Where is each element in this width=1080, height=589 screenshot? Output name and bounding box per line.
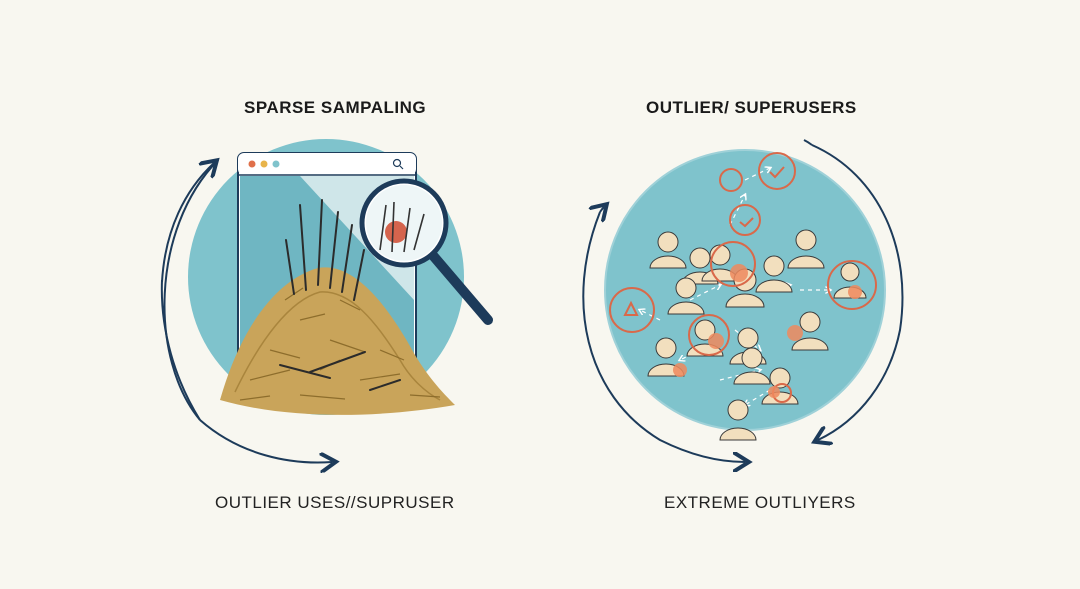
person-icon (791, 311, 829, 351)
left-panel-title: SPARSE SAMPALING (244, 98, 427, 117)
magnifying-glass-icon (359, 178, 493, 325)
cycle-arrows-icon (582, 139, 904, 462)
person-icon (719, 399, 757, 441)
person-icon (761, 367, 799, 405)
haystack-icon (220, 199, 455, 415)
right-panel-caption: EXTREME OUTLIYERS (664, 493, 856, 512)
left-panel-caption: OUTLIER USES//SUPRUSER (215, 493, 455, 512)
person-icon (755, 255, 793, 293)
person-icon (787, 229, 825, 269)
person-icon (686, 319, 724, 357)
person-icon (733, 347, 771, 385)
right-panel-title: OUTLIER/ SUPERUSERS (646, 98, 857, 117)
person-icon (649, 231, 687, 269)
right-panel (582, 139, 904, 462)
check-icon (623, 166, 785, 316)
user-cluster-icon (647, 229, 867, 441)
outlier-highlights (609, 152, 877, 403)
left-panel (160, 139, 493, 463)
person-icon (667, 277, 705, 315)
cycle-arrows-icon (160, 160, 332, 463)
outlier-markers (673, 264, 862, 398)
